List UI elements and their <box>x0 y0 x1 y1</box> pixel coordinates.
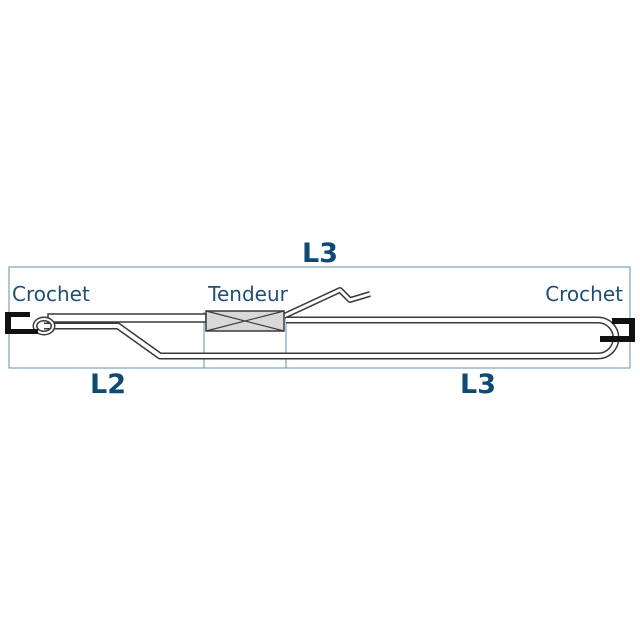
dim-label-right: L3 <box>460 369 496 400</box>
hook-label-right: Crochet <box>545 282 623 306</box>
tensioner-icon <box>205 310 285 332</box>
tensioner-label: Tendeur <box>207 282 288 306</box>
left-hook <box>5 312 38 334</box>
cable-main-loop <box>44 316 620 360</box>
cable-tail <box>282 287 371 319</box>
dim-label-top: L3 <box>302 238 338 269</box>
dim-label-left: L2 <box>90 369 126 400</box>
cable-top-left-strand <box>47 313 207 323</box>
left-hook-eye <box>32 316 56 336</box>
hook-label-left: Crochet <box>12 282 90 306</box>
right-hook <box>600 318 635 342</box>
